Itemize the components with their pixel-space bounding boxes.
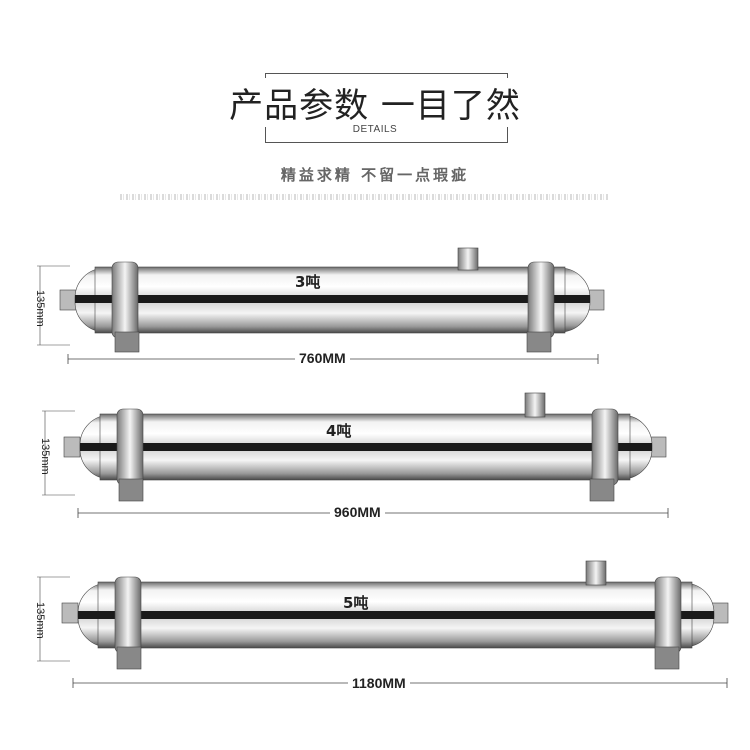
diameter-label-2: 135mm [39,438,51,475]
capacity-label-3t: 3吨 [295,273,321,291]
diameter-label-3: 135mm [34,602,46,639]
diameter-label-1: 135mm [34,290,46,327]
filter-5t-image [37,560,729,688]
page-subtitle: DETAILS [352,124,398,135]
filter-3t-image [37,247,605,364]
capacity-label-5t: 5吨 [343,594,369,612]
length-label-760: 760MM [295,350,350,366]
page-title: 产品参数 一目了然 [180,78,570,127]
slogan: 精益求精 不留一点瑕疵 [280,166,470,184]
filter-4t-image [42,392,669,518]
length-label-960: 960MM [330,504,385,520]
decorative-fine-text [120,194,608,200]
capacity-label-4t: 4吨 [326,422,352,440]
length-label-1180: 1180MM [348,675,410,691]
